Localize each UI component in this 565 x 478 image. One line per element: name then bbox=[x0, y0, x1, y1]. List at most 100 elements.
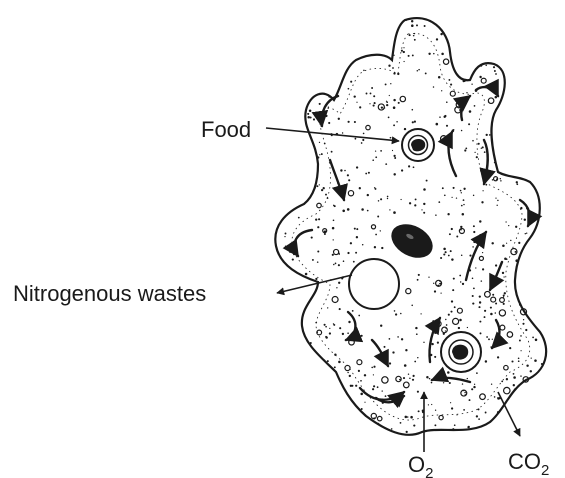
granule-dot bbox=[435, 410, 436, 411]
granule-dot bbox=[433, 53, 435, 55]
granule-dot bbox=[392, 351, 394, 353]
granule-dot bbox=[348, 179, 350, 181]
granule-dot bbox=[396, 121, 398, 123]
granule-dot bbox=[416, 24, 418, 26]
granule-ring bbox=[488, 98, 494, 104]
granule-dot bbox=[403, 377, 405, 379]
granule-dot bbox=[298, 217, 300, 219]
granule-dot bbox=[329, 332, 331, 334]
granule-dot bbox=[453, 187, 455, 189]
granule-dot bbox=[435, 214, 437, 216]
granule-dot bbox=[333, 239, 334, 240]
granule-dot bbox=[417, 279, 419, 281]
granule-dot bbox=[493, 66, 495, 68]
granule-dot bbox=[403, 47, 404, 48]
granule-dot bbox=[462, 383, 463, 384]
granule-dot bbox=[490, 307, 492, 309]
granule-dot bbox=[412, 379, 414, 381]
granule-dot bbox=[441, 90, 442, 91]
granule-dot bbox=[397, 73, 399, 75]
granule-dot bbox=[494, 396, 496, 398]
granule-dot bbox=[338, 118, 340, 120]
granule-dot bbox=[479, 220, 481, 222]
granule-dot bbox=[480, 170, 482, 172]
granule-dot bbox=[327, 197, 329, 199]
granule-dot bbox=[495, 73, 497, 75]
granule-dot bbox=[414, 33, 415, 34]
granule-dot bbox=[423, 342, 424, 343]
granule-dot bbox=[526, 364, 528, 366]
granule-dot bbox=[368, 172, 370, 174]
granule-dot bbox=[375, 150, 376, 151]
granule-dot bbox=[324, 359, 326, 361]
granule-ring bbox=[480, 394, 486, 400]
granule-dot bbox=[463, 188, 465, 190]
granule-dot bbox=[460, 226, 462, 228]
granule-dot bbox=[473, 241, 475, 243]
granule-dot bbox=[393, 55, 394, 56]
granule-dot bbox=[315, 187, 316, 188]
granule-dot bbox=[329, 328, 330, 329]
granule-ring bbox=[450, 91, 455, 96]
granule-ring bbox=[371, 225, 375, 229]
granule-dot bbox=[319, 154, 320, 155]
granule-ring bbox=[459, 228, 464, 233]
granule-dot bbox=[380, 198, 382, 200]
granule-dot bbox=[284, 236, 285, 237]
granule-dot bbox=[502, 272, 504, 274]
granule-dot bbox=[420, 313, 421, 314]
granule-dot bbox=[530, 370, 532, 372]
granule-dot bbox=[400, 313, 402, 315]
granule-dot bbox=[488, 338, 490, 340]
granule-dot bbox=[501, 380, 503, 382]
granule-dot bbox=[405, 349, 407, 351]
granule-dot bbox=[452, 289, 454, 291]
granule-ring bbox=[400, 96, 405, 101]
granule-dot bbox=[331, 151, 333, 153]
granule-dot bbox=[478, 143, 480, 145]
granule-dot bbox=[388, 117, 390, 119]
granule-ring bbox=[348, 191, 353, 196]
granule-dot bbox=[428, 53, 430, 55]
granule-dot bbox=[417, 357, 418, 358]
granule-dot bbox=[393, 211, 396, 214]
granule-dot bbox=[373, 95, 375, 97]
granule-dot bbox=[503, 294, 505, 296]
granule-dot bbox=[328, 95, 330, 97]
granule-dot bbox=[461, 192, 462, 193]
granule-dot bbox=[328, 107, 329, 108]
granule-dot bbox=[494, 162, 496, 164]
granule-dot bbox=[492, 179, 493, 180]
granule-dot bbox=[373, 366, 375, 368]
granule-dot bbox=[404, 364, 407, 367]
granule-dot bbox=[502, 244, 505, 247]
granule-dot bbox=[466, 92, 467, 93]
granule-dot bbox=[374, 246, 376, 248]
granule-dot bbox=[456, 197, 457, 198]
granule-dot bbox=[486, 336, 488, 338]
granule-dot bbox=[428, 277, 429, 278]
granule-dot bbox=[405, 416, 408, 419]
food-label: Food bbox=[201, 117, 251, 142]
granule-dot bbox=[497, 411, 499, 413]
granule-dot bbox=[404, 128, 406, 130]
granule-dot bbox=[317, 117, 319, 119]
granule-dot bbox=[380, 150, 382, 152]
granule-dot bbox=[471, 84, 472, 85]
granule-dot bbox=[472, 246, 474, 248]
granule-dot bbox=[482, 252, 483, 253]
granule-dot bbox=[525, 329, 527, 331]
granule-dot bbox=[526, 233, 527, 234]
granule-dot bbox=[293, 253, 295, 255]
granule-dot bbox=[481, 201, 483, 203]
granule-dot bbox=[356, 236, 358, 238]
granule-dot bbox=[371, 367, 373, 369]
granule-dot bbox=[443, 248, 446, 251]
granule-dot bbox=[451, 228, 453, 230]
granule-dot bbox=[451, 300, 453, 302]
granule-dot bbox=[482, 241, 484, 243]
granule-dot bbox=[453, 278, 455, 280]
granule-dot bbox=[361, 335, 363, 337]
granule-dot bbox=[513, 376, 516, 379]
granule-dot bbox=[315, 322, 317, 324]
